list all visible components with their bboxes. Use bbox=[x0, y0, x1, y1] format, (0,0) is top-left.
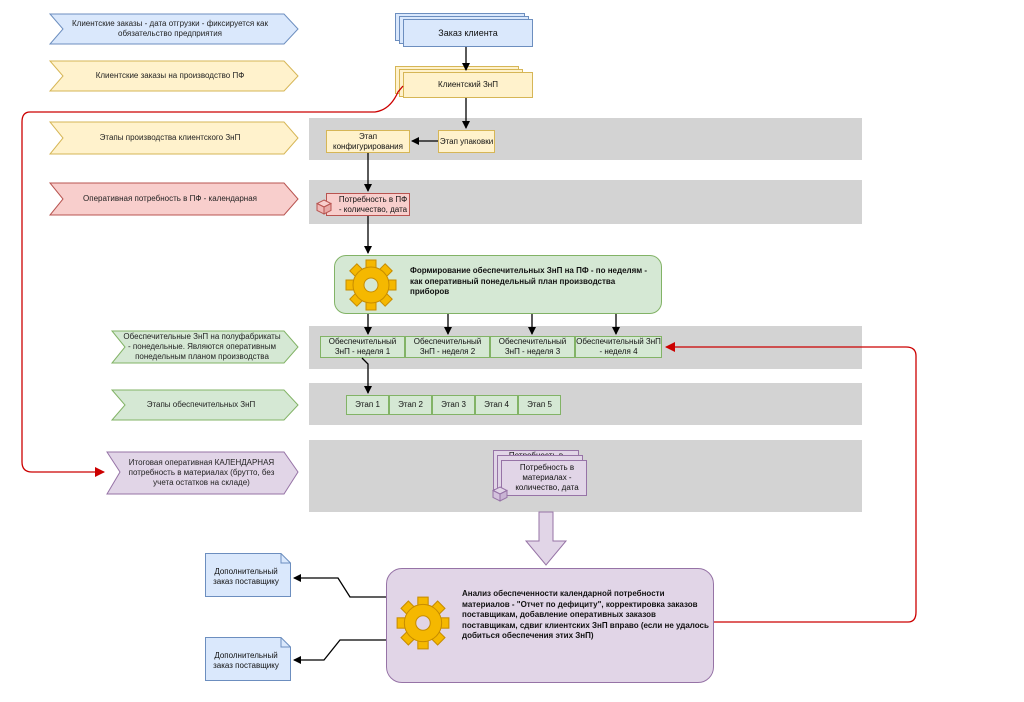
chevron-shape-4 bbox=[48, 182, 299, 216]
cube-icon bbox=[492, 486, 508, 502]
material-need-node[interactable]: Потребность в материалах - количество, д… bbox=[501, 460, 587, 496]
week-stage-4[interactable]: Этап 4 bbox=[475, 395, 518, 415]
chevron-shape-3 bbox=[48, 121, 299, 155]
supplier-order-2[interactable]: Дополнительный заказ поставщику bbox=[213, 651, 279, 670]
feedback-analysis-to-weeks bbox=[665, 342, 917, 623]
week-stage-3[interactable]: Этап 3 bbox=[432, 395, 475, 415]
week-stage-2[interactable]: Этап 2 bbox=[389, 395, 432, 415]
label-client-orders-pf: Клиентские заказы на производство ПФ bbox=[95, 71, 245, 80]
chevron-shape-2 bbox=[48, 60, 299, 92]
forming-process-text: Формирование обеспечительных ЗнП на ПФ -… bbox=[410, 266, 648, 296]
label-client-orders-date: Клиентские заказы - дата отгрузки - фикс… bbox=[71, 19, 269, 38]
label-material-need: Итоговая оперативная КАЛЕНДАРНАЯ потребн… bbox=[128, 458, 275, 487]
chevron-shape-5 bbox=[110, 330, 299, 364]
arrow-materials-to-analysis bbox=[524, 511, 568, 566]
chevron-shape-7 bbox=[106, 451, 299, 495]
client-order-node[interactable]: Заказ клиента bbox=[403, 19, 533, 47]
analysis-process-text: Анализ обеспеченности календарной потреб… bbox=[462, 589, 709, 640]
week-stage-1[interactable]: Этап 1 bbox=[346, 395, 389, 415]
supplier-order-shape-2 bbox=[205, 637, 291, 681]
label-pf-need: Оперативная потребность в ПФ - календарн… bbox=[83, 194, 257, 203]
week-stage-5[interactable]: Этап 5 bbox=[518, 395, 561, 415]
week-znp-2[interactable]: Обеспечительный ЗнП - неделя 2 bbox=[405, 336, 490, 358]
label-weekly-znp: Обеспечительные ЗнП на полуфабрикаты - п… bbox=[123, 332, 281, 361]
connector-week-to-stages bbox=[361, 357, 372, 394]
client-znp-node[interactable]: Клиентский ЗнП bbox=[403, 72, 533, 98]
feedback-znp-to-materials bbox=[21, 85, 404, 477]
week-znp-3[interactable]: Обеспечительный ЗнП - неделя 3 bbox=[490, 336, 575, 358]
label-weekly-stages: Этапы обеспечительных ЗнП bbox=[146, 400, 256, 409]
connector-analysis-to-supplier-2 bbox=[293, 639, 386, 664]
stage-pack-node[interactable]: Этап упаковки bbox=[438, 130, 495, 153]
gear-icon bbox=[345, 259, 397, 311]
chevron-shape-6 bbox=[110, 389, 299, 421]
label-client-znp-stages: Этапы производства клиентского ЗнП bbox=[99, 133, 241, 142]
chevron-shape-1 bbox=[48, 13, 299, 45]
pf-need-node[interactable]: Потребность в ПФ - количество, дата bbox=[326, 193, 410, 216]
week-znp-4[interactable]: Обеспечительный ЗнП - неделя 4 bbox=[575, 336, 662, 358]
gear-icon bbox=[396, 596, 450, 650]
supplier-order-1[interactable]: Дополнительный заказ поставщику bbox=[213, 567, 279, 586]
connector-analysis-to-supplier-1 bbox=[293, 574, 386, 598]
stage-config-node[interactable]: Этап конфигурирования bbox=[326, 130, 410, 153]
supplier-order-shape-1 bbox=[205, 553, 291, 597]
week-znp-1[interactable]: Обеспечительный ЗнП - неделя 1 bbox=[320, 336, 405, 358]
cube-icon bbox=[316, 199, 332, 215]
